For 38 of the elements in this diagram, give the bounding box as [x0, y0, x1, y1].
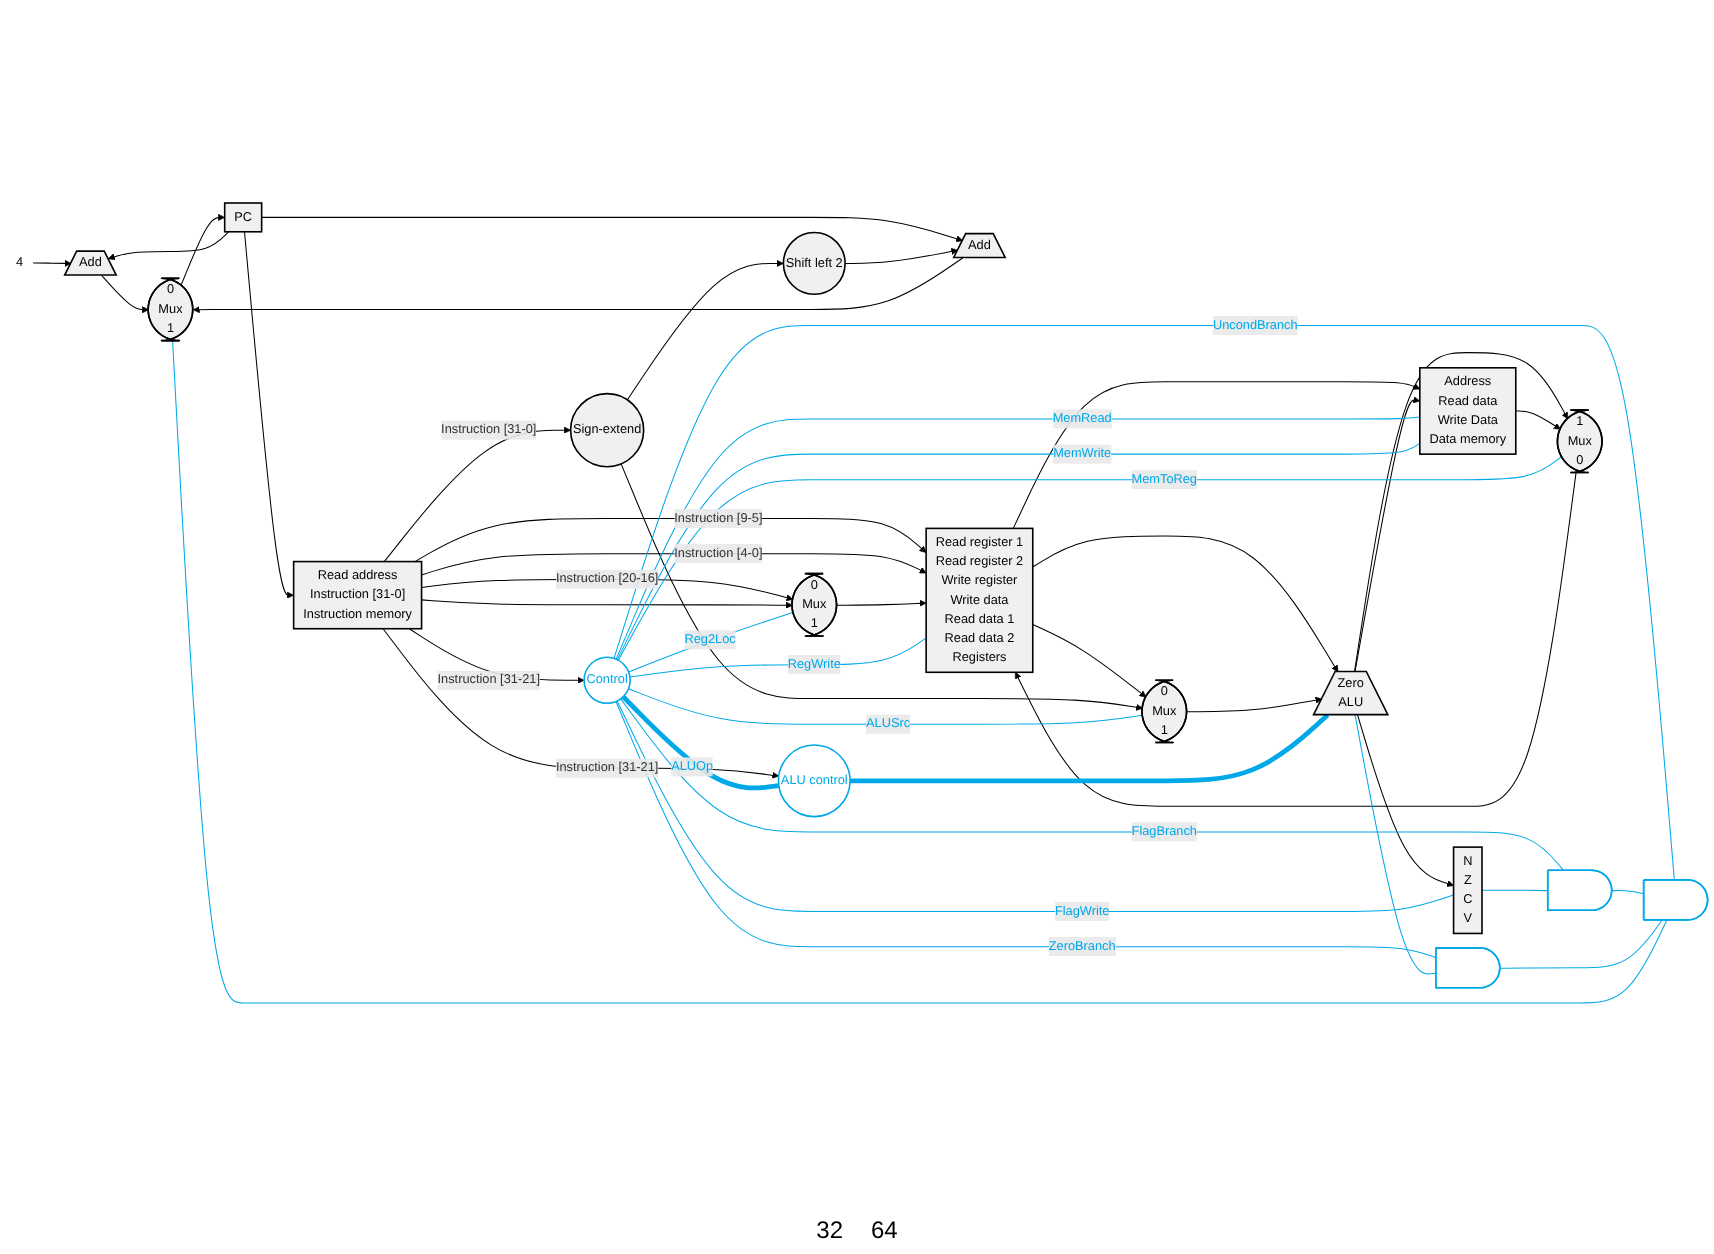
arrow — [620, 463, 1143, 711]
arrow — [243, 231, 294, 599]
arrow — [1515, 410, 1561, 430]
connector — [850, 713, 1330, 784]
connector — [1611, 890, 1645, 895]
arrow — [1032, 535, 1339, 673]
arrow — [1186, 696, 1323, 713]
connector — [616, 700, 1455, 912]
connector — [1481, 889, 1549, 892]
arrow — [180, 213, 225, 286]
arrow — [1354, 396, 1421, 673]
connector — [615, 701, 1437, 959]
connector — [628, 611, 794, 673]
connector — [172, 340, 1668, 1004]
arrow — [261, 216, 964, 243]
arrow — [32, 259, 72, 267]
connector — [1499, 919, 1663, 969]
arrow — [844, 248, 959, 264]
arrow — [192, 257, 964, 314]
arrow — [1015, 472, 1577, 807]
connector — [620, 698, 1565, 872]
arrow — [1032, 624, 1147, 698]
connector — [1354, 714, 1437, 975]
connector — [628, 688, 1144, 725]
arrow — [836, 599, 927, 607]
connector — [629, 637, 927, 678]
arrow — [626, 259, 784, 401]
arrow — [1012, 381, 1421, 529]
arrow — [107, 231, 230, 261]
bit-width-label: 32 — [816, 1216, 843, 1244]
connector — [613, 324, 1675, 881]
connector — [621, 695, 780, 791]
bit-width-label: 64 — [871, 1216, 898, 1244]
arrow — [1353, 352, 1569, 673]
arrow — [1357, 714, 1454, 887]
arrow — [421, 599, 793, 609]
connector — [617, 456, 1563, 661]
arrow — [101, 274, 149, 314]
